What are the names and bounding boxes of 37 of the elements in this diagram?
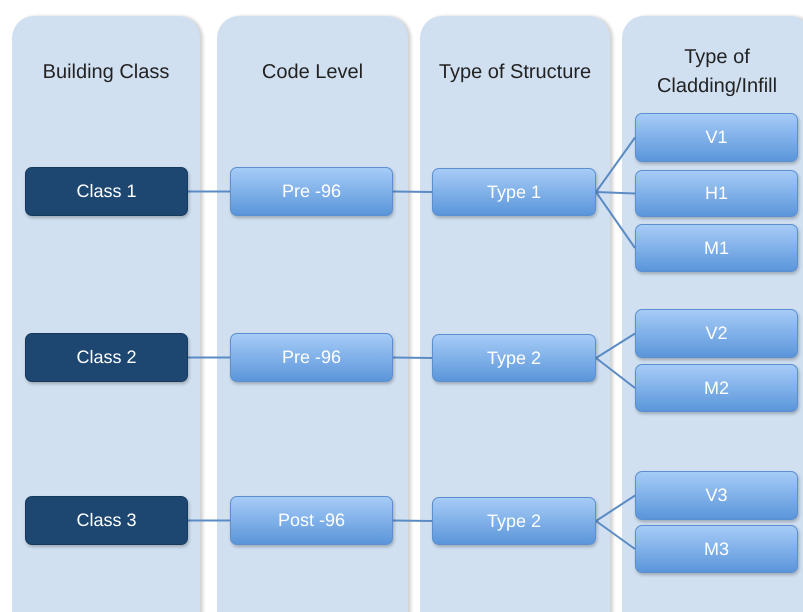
connector-line bbox=[595, 136, 636, 193]
connector-line bbox=[392, 190, 432, 193]
column-heading: Type of Cladding/Infill bbox=[656, 45, 778, 99]
column-panel bbox=[217, 16, 408, 612]
column-heading: Type of Structure bbox=[438, 60, 592, 84]
connector-line bbox=[596, 191, 636, 194]
option-box: Type 2 bbox=[432, 497, 596, 545]
option-box: V2 bbox=[635, 309, 798, 358]
option-box: M2 bbox=[635, 364, 798, 412]
connector-line bbox=[595, 520, 636, 550]
class-box: Class 1 bbox=[25, 167, 188, 216]
option-box: Type 1 bbox=[432, 168, 596, 216]
connector-line bbox=[392, 520, 432, 522]
option-box: Type 2 bbox=[432, 334, 596, 382]
class-box: Class 2 bbox=[25, 333, 188, 382]
connector-line bbox=[188, 190, 230, 192]
column-panel bbox=[420, 16, 610, 612]
option-box: Pre -96 bbox=[230, 333, 393, 382]
column-heading: Building Class bbox=[42, 60, 170, 84]
option-box: V3 bbox=[635, 471, 798, 520]
connector-line bbox=[595, 191, 636, 249]
option-box: Post -96 bbox=[230, 496, 393, 545]
connector-line bbox=[595, 332, 636, 359]
connector-line bbox=[188, 520, 230, 522]
column-panel bbox=[12, 16, 200, 612]
connector-line bbox=[595, 357, 636, 389]
connector-line bbox=[595, 494, 636, 522]
connector-line bbox=[188, 356, 230, 358]
option-box: V1 bbox=[635, 113, 798, 162]
option-box: Pre -96 bbox=[230, 167, 393, 216]
connector-line bbox=[392, 356, 432, 359]
option-box: M1 bbox=[635, 224, 798, 272]
column-panel bbox=[622, 16, 803, 612]
column-heading: Code Level bbox=[262, 60, 364, 84]
option-box: H1 bbox=[635, 170, 798, 217]
option-box: M3 bbox=[635, 525, 798, 573]
class-box: Class 3 bbox=[25, 496, 188, 545]
